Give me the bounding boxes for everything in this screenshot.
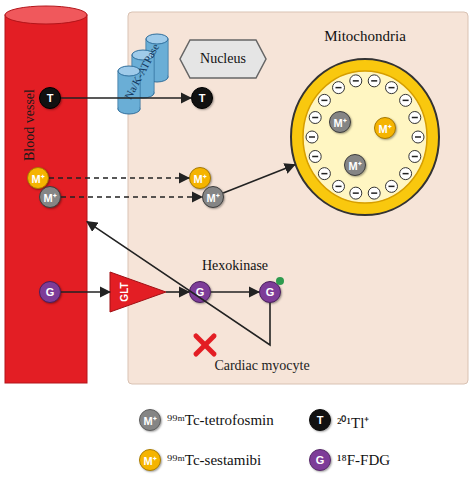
node-label: M⁺ [345,155,365,175]
legend-swatch: M⁺ [139,409,161,431]
charge-symbol [412,131,424,143]
node-label: M⁺ [190,168,210,188]
shape-outline [128,12,468,384]
charge-symbol [409,150,421,162]
charge-symbol [318,94,330,106]
node-label: T [192,88,212,108]
node-label: M⁺ [330,112,350,132]
charge-symbol [400,94,412,106]
transporter-triangle: GLT [110,272,166,312]
tracer-circle: T [191,87,213,109]
charge-symbol [368,187,380,199]
tracer-circle: G [189,281,211,303]
node-label: M⁺ [375,118,395,138]
nucleus-hexagon: Nucleus [180,40,266,78]
edge-label: Hexokinase [185,258,285,274]
charge-symbol [368,75,380,87]
legend-text: ²⁰¹Tl⁺ [337,412,369,432]
tracer-circle: M⁺ [202,186,224,208]
node-label: G [40,282,60,302]
cell-body: Cardiac myocyteNucleusTMitochondriaM⁺M⁺M… [128,12,468,384]
tracer-circle: M⁺ [344,154,366,176]
charge-symbol [309,112,321,124]
node-label: Mitochondria [285,28,445,45]
blood-vessel: Blood vesselTM⁺M⁺G [5,5,87,383]
legend-text: ⁹⁹ᵐTc-sestamibi [167,452,261,469]
charge-symbol [400,168,412,180]
tracer-circle: M⁺ [329,111,351,133]
shape-outline [110,272,166,312]
node-label: Cardiac myocyte [182,358,342,374]
legend-swatch: M⁺ [139,449,161,471]
phosphate-dot [276,277,284,285]
tracer-circle: G [259,281,281,303]
legend-letter: G [310,450,330,470]
legend-letter: M⁺ [140,410,160,430]
node-label: G [190,282,210,302]
tracer-circle: G [39,281,61,303]
charge-symbol [350,187,362,199]
tracer-circle: M⁺ [39,186,61,208]
node-label: G [260,282,280,302]
legend-text: ¹⁸F-FDG [337,452,390,469]
tracer-circle: M⁺ [374,117,396,139]
tracer-circle: M⁺ [189,167,211,189]
legend-letter: M⁺ [140,450,160,470]
pump-channel: Na/K-ATPase [108,30,174,114]
charge-symbol [318,168,330,180]
node-label: GLT [119,277,129,307]
legend-text: ⁹⁹ᵐTc-tetrofosmin [167,412,274,429]
legend-swatch: T [309,409,331,431]
node-label: M⁺ [203,187,223,207]
charge-symbol [309,150,321,162]
charge-symbol [333,180,345,192]
charge-symbol [306,131,318,143]
legend-swatch: G [309,449,331,471]
mitochondrion: MitochondriaM⁺ M⁺ M⁺ [285,28,445,218]
charge-symbol [350,75,362,87]
node-label: Nucleus [180,40,266,78]
charge-symbol [386,180,398,192]
tracer-circle: T [39,87,61,109]
shape-outline [290,58,440,216]
node-label: M⁺ [28,168,48,188]
charge-symbol [333,82,345,94]
legend-letter: T [310,410,330,430]
charge-symbol [386,82,398,94]
node-label: M⁺ [40,187,60,207]
node-label: T [40,88,60,108]
charge-symbol [409,112,421,124]
